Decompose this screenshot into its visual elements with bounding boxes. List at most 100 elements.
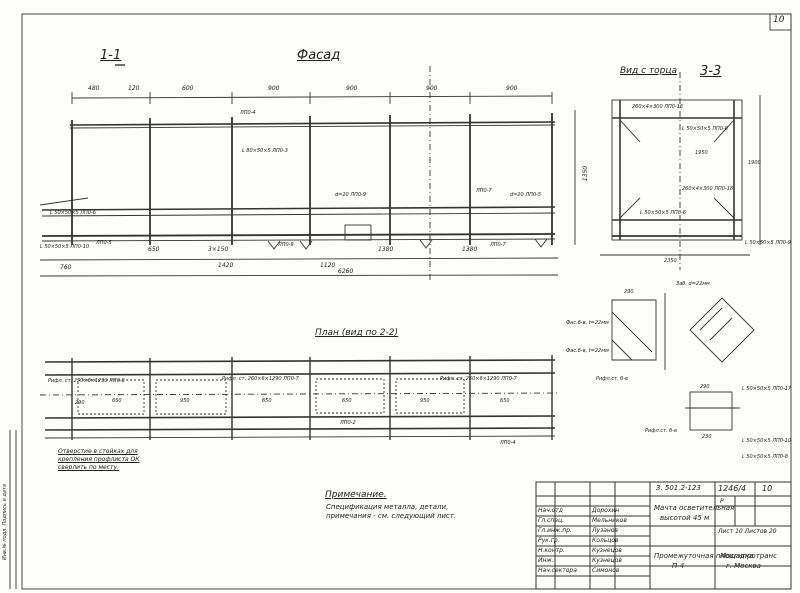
stamp-org-line2: г. Москва bbox=[726, 562, 761, 570]
stamp-doc-code: 3. 501.2-123 bbox=[656, 484, 701, 492]
stamp-sheet-no: 10 bbox=[762, 484, 773, 493]
stamp-role-3: Рук.гр. bbox=[538, 537, 560, 544]
detail-label-3: Рифл.ст. б-в bbox=[596, 376, 628, 382]
plan-dim-6: 650 bbox=[500, 398, 510, 404]
plan-note-left: Отверстие в стойках для крепления профли… bbox=[58, 448, 140, 471]
stamp-name-2: Лузанов bbox=[592, 527, 619, 534]
plan-label-1: Рифл. ст. 260×6×1290 ЛП0-7 bbox=[222, 376, 299, 382]
stamp-role-4: Н.контр. bbox=[538, 547, 565, 554]
facade-mark-3: ЛП0-9 bbox=[278, 242, 294, 248]
facade-bottom-dim-2: 3×150 bbox=[208, 246, 229, 253]
stamp-role-0: Нач.отд bbox=[538, 507, 563, 514]
stamp-name-1: Мельников bbox=[592, 517, 627, 524]
facade-mark-0: ЛП0-4 bbox=[240, 110, 256, 116]
note-heading: Примечание. bbox=[325, 490, 387, 500]
end-view-dim-0: 1950 bbox=[695, 150, 708, 156]
detail-label-7: L 50×50×5 ЛП0-8 bbox=[742, 454, 788, 460]
section-label-1-1: 1-1 bbox=[100, 48, 122, 63]
plan-dim-4: 650 bbox=[342, 398, 352, 404]
facade-bottom-dim-1: 650 bbox=[148, 246, 160, 253]
stamp-role-2: Гл.инж.пр. bbox=[538, 527, 572, 534]
plan-dim-2: 950 bbox=[180, 398, 190, 404]
facade-label-2: L 50×50×5 ЛП0-10 bbox=[40, 244, 90, 250]
stamp-lines bbox=[535, 481, 792, 590]
stamp-subtitle-line1: Промежуточная площадка bbox=[654, 552, 754, 560]
facade-label-3: d=20 ЛП0-5 bbox=[510, 192, 542, 198]
plan-drawing bbox=[39, 355, 561, 440]
facade-total-dim: 6260 bbox=[338, 268, 354, 275]
facade-right-dim: 1350 bbox=[582, 165, 590, 182]
stamp-stage: Р bbox=[720, 498, 724, 505]
detail-label-5: L 50×50×5 ЛП0-17 bbox=[742, 386, 792, 392]
end-view-title: Вид с торца bbox=[620, 66, 678, 76]
stamp-title-line2: высотой 45 м bbox=[660, 514, 710, 522]
note-text-line2: примечания - см. следующий лист. bbox=[326, 512, 457, 520]
detail-dim-1: 290 bbox=[700, 384, 710, 390]
facade-drawing bbox=[39, 64, 576, 280]
plan-label-3: ЛП0-2 bbox=[340, 420, 356, 426]
plan-label-0: Рифл. ст. 250×6×1290 ЛП0-8 bbox=[48, 378, 125, 384]
stamp-name-0: Дорохин bbox=[592, 507, 620, 514]
end-view-label-3: L 50×50×5 ЛП0-6 bbox=[640, 210, 686, 216]
stamp-name-4: Кузнецов bbox=[592, 547, 622, 554]
facade-title: Фасад bbox=[297, 48, 341, 63]
facade-top-dim-5: 900 bbox=[426, 85, 438, 92]
stamp-subtitle-line2: П-4 bbox=[672, 562, 685, 570]
end-view-drawing bbox=[600, 72, 761, 270]
stamp-role-6: Нач.сектора bbox=[538, 567, 577, 574]
plan-dim-1: 650 bbox=[112, 398, 122, 404]
stamp-sheet-info: Лист 10 Листов 20 bbox=[718, 528, 777, 535]
detail-label-0: Заб. d=22мм bbox=[676, 281, 710, 287]
facade-bottom-dim-0: 760 bbox=[60, 264, 72, 271]
facade-bottom-dim-4: 1120 bbox=[320, 262, 336, 269]
binding-label: Инв.№ подл. Подпись и дата bbox=[2, 484, 8, 560]
end-view-dim-2: 2350 bbox=[664, 258, 677, 264]
detail-label-6: L 50×50×5 ЛП0-10 bbox=[742, 438, 792, 444]
facade-top-dim-6: 900 bbox=[506, 85, 518, 92]
page-number-box bbox=[769, 13, 792, 31]
stamp-name-5: Кузнецов bbox=[592, 557, 622, 564]
stamp-role-1: Гл.спец. bbox=[538, 517, 564, 524]
facade-top-dim-2: 600 bbox=[182, 85, 194, 92]
plan-dim-3: 650 bbox=[262, 398, 272, 404]
plan-title: План (вид по 2-2) bbox=[315, 328, 398, 338]
stamp-title-line1: Мачта осветительная bbox=[654, 504, 735, 512]
end-view-label-1: L 50×50×5 ЛП0-8 bbox=[682, 126, 728, 132]
facade-label-1: L 50×50×5 ЛП0-6 bbox=[50, 210, 96, 216]
detail-label-1: Фас.б-в, t=22мм bbox=[566, 320, 609, 326]
stamp-role-5: Инж. bbox=[538, 557, 554, 564]
facade-top-dim-3: 900 bbox=[268, 85, 280, 92]
facade-top-dim-0: 480 bbox=[88, 85, 100, 92]
facade-top-dim-4: 900 bbox=[346, 85, 358, 92]
facade-mark-2: ЛП0-7 bbox=[476, 188, 492, 194]
sheet-frame bbox=[21, 13, 792, 590]
facade-mark-1: ЛП0-5 bbox=[96, 240, 112, 246]
plan-dim-0: 290 bbox=[75, 400, 85, 406]
plan-label-2: Рифл. ст. 260×6×1290 ЛП0-7 bbox=[440, 376, 517, 382]
stamp-name-6: Симонов bbox=[592, 567, 620, 574]
note-text-line1: Спецификация металла, детали, bbox=[326, 503, 449, 511]
detail-drawings bbox=[611, 293, 755, 431]
facade-label-0: L 80×50×5 ЛП0-3 bbox=[242, 148, 288, 154]
facade-label-4: d=20 ЛП0-9 bbox=[335, 192, 367, 198]
detail-dim-2: 230 bbox=[702, 434, 712, 440]
end-view-label-4: L 50×50×5 ЛП0-9 bbox=[745, 240, 791, 246]
facade-bottom-dim-6: 1380 bbox=[462, 246, 478, 253]
detail-dim-0: 290 bbox=[624, 289, 634, 295]
detail-label-4: Рифл.ст. б-в bbox=[645, 428, 677, 434]
stamp-name-3: Кольцов bbox=[592, 537, 619, 544]
detail-label-2: Фас.б-в, t=22мм bbox=[566, 348, 609, 354]
facade-top-dim-1: 120 bbox=[128, 85, 140, 92]
end-view-label-0: 260×4×300 ЛП0-16 bbox=[632, 104, 684, 110]
stamp-sheet-code: 1246/4 bbox=[718, 484, 747, 493]
end-view-section-label: 3-3 bbox=[700, 64, 722, 79]
page-number: 10 bbox=[773, 15, 785, 25]
end-view-label-2: 260×4×300 ЛП0-18 bbox=[682, 186, 734, 192]
end-view-dim-1: 1900 bbox=[748, 160, 761, 166]
facade-bottom-dim-3: 1420 bbox=[218, 262, 234, 269]
plan-dim-5: 950 bbox=[420, 398, 430, 404]
facade-mark-4: ЛП0-7 bbox=[490, 242, 506, 248]
facade-bottom-dim-5: 1380 bbox=[378, 246, 394, 253]
